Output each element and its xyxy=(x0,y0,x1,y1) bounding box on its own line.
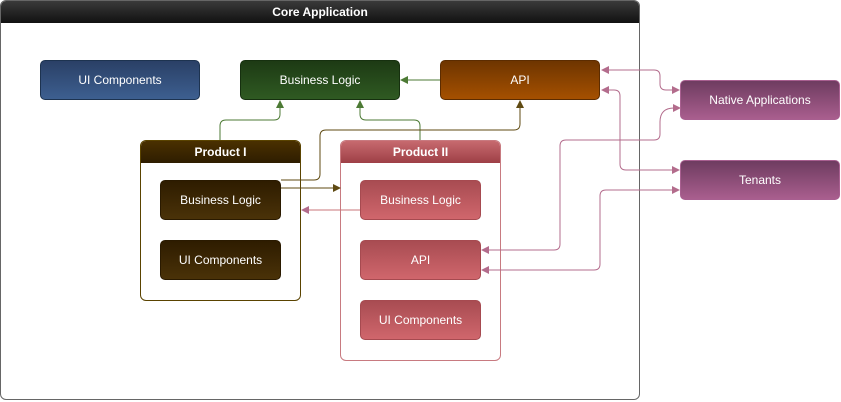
product-1-header: Product I xyxy=(141,141,300,163)
product-2-title: Product II xyxy=(392,145,449,159)
core-business-logic[interactable]: Business Logic xyxy=(240,60,400,100)
core-api[interactable]: API xyxy=(440,60,600,100)
edge-product1-to-core-api xyxy=(281,100,524,181)
native-applications[interactable]: Native Applications xyxy=(680,80,840,120)
product-1-ui-components-label: UI Components xyxy=(178,253,263,267)
product-2-api[interactable]: API xyxy=(360,240,481,280)
core-business-logic-label: Business Logic xyxy=(279,73,361,87)
edge-product2-to-core-business-logic xyxy=(356,100,421,140)
product-1-business-logic-label: Business Logic xyxy=(180,193,261,207)
product-2-business-logic-label: Business Logic xyxy=(380,193,461,207)
product-2-ui-components-label: UI Components xyxy=(378,313,463,327)
edge-tenants-product2-api xyxy=(481,186,680,274)
product-1-title: Product I xyxy=(194,145,247,159)
product-2-business-logic[interactable]: Business Logic xyxy=(360,180,481,220)
product-2-api-label: API xyxy=(410,253,431,267)
core-ui-components[interactable]: UI Components xyxy=(40,60,200,100)
core-ui-components-label: UI Components xyxy=(78,73,162,87)
edge-native-applications-to-product2-api xyxy=(481,104,681,254)
product-1-ui-components[interactable]: UI Components xyxy=(160,240,281,280)
tenants[interactable]: Tenants xyxy=(680,160,840,200)
tenants-label: Tenants xyxy=(738,173,782,187)
product-2-header: Product II xyxy=(341,141,500,163)
edge-tenants-core-api xyxy=(601,86,680,174)
native-applications-label: Native Applications xyxy=(709,93,811,107)
core-api-label: API xyxy=(510,73,530,87)
edge-product1-to-core-business-logic xyxy=(219,100,284,140)
edge-native-applications-core-api xyxy=(601,66,680,94)
core-application-header: Core Application xyxy=(1,1,639,23)
product-2-ui-components[interactable]: UI Components xyxy=(360,300,481,340)
core-application-title: Core Application xyxy=(272,5,368,19)
product-1-business-logic[interactable]: Business Logic xyxy=(160,180,281,220)
